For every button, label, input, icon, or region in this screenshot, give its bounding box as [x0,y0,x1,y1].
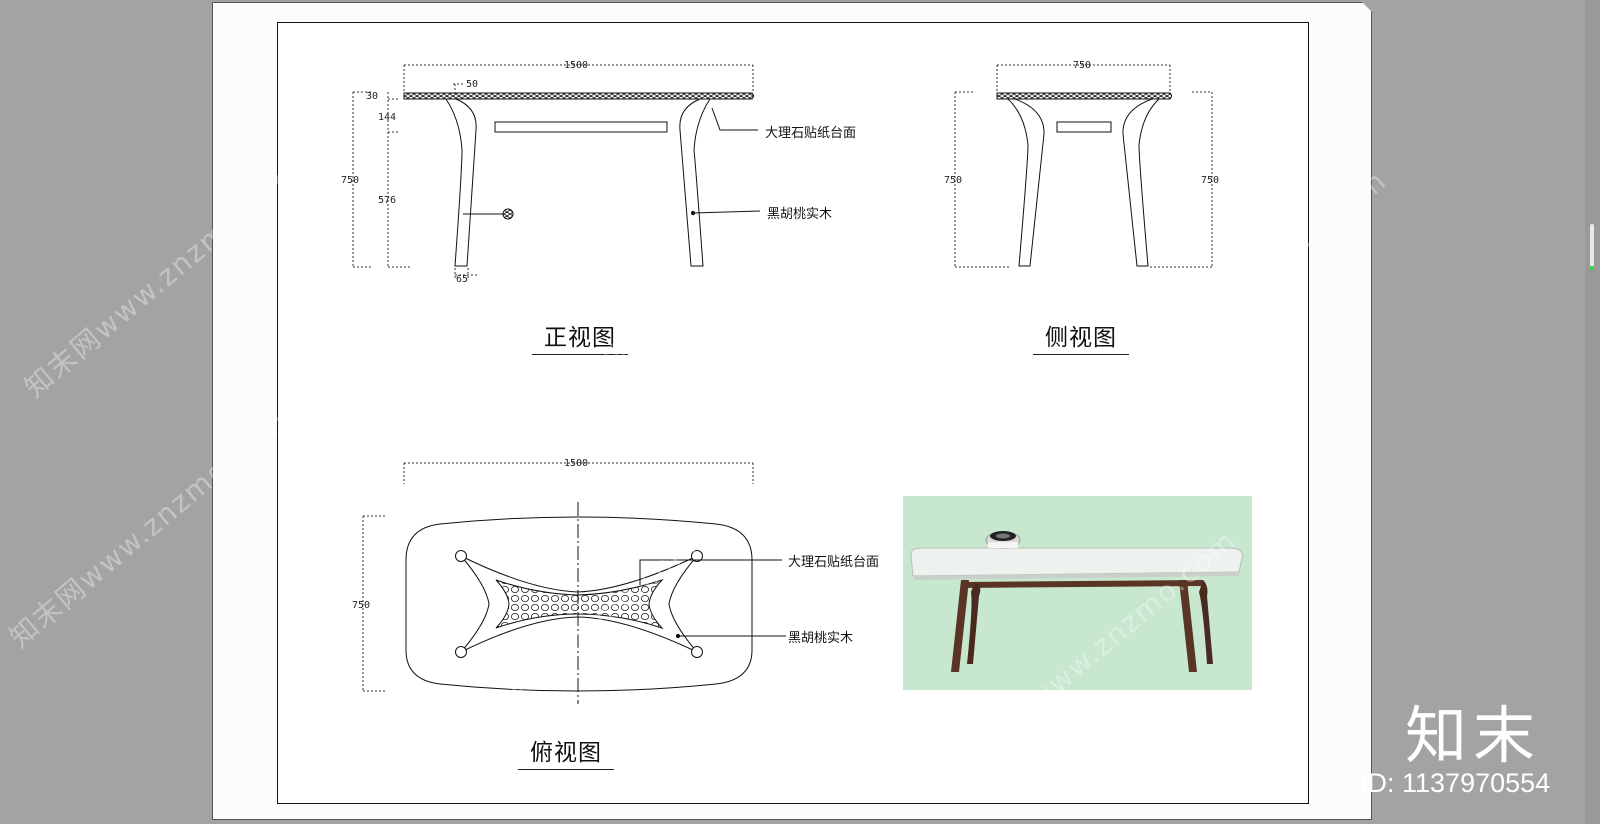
drawing-sheet [212,2,1372,820]
vertical-scrollbar[interactable] [1585,0,1600,824]
front-dim-top: 30 [366,91,378,102]
side-view-title: 侧视图 [1033,318,1129,355]
top-callout-leg-material: 黑胡桃实木 [788,631,854,646]
table-render [910,531,1243,672]
side-view-dim-labels: 750 750 750 [944,60,1219,186]
side-dim-height-left: 750 [944,175,962,186]
top-view-dim-labels: 1500 750 [352,458,588,611]
front-dim-height: 750 [341,175,359,186]
brand-id-label: ID: 1137970554 [1360,768,1551,798]
front-dim-leg-height: 576 [378,195,396,206]
top-dim-width: 1500 [564,458,588,469]
scroll-indicator [1590,266,1594,270]
front-view [352,64,761,280]
top-dim-depth: 750 [352,600,370,611]
brand-logo: 知末 [1405,699,1542,772]
top-view [362,462,786,704]
front-dim-edge: 50 [466,79,478,90]
scroll-thumb[interactable] [1590,224,1594,270]
side-dim-width: 750 [1073,60,1091,71]
front-view-dim-labels: 1500 30 50 144 750 576 65 [341,60,588,285]
front-callout-leg-material: 黑胡桃实木 [767,207,833,222]
front-dim-width: 1500 [564,60,588,71]
front-callout-top-material: 大理石贴纸台面 [765,126,857,141]
page-corner [1362,2,1372,12]
side-dim-height-right: 750 [1201,175,1219,186]
product-photo [903,496,1252,690]
front-dim-leg-width: 65 [456,274,468,285]
side-view [954,64,1213,268]
front-view-title: 正视图 [532,318,628,355]
front-dim-apron: 144 [378,112,396,123]
top-callout-top-material: 大理石贴纸台面 [788,555,880,570]
top-view-title: 俯视图 [518,733,614,770]
